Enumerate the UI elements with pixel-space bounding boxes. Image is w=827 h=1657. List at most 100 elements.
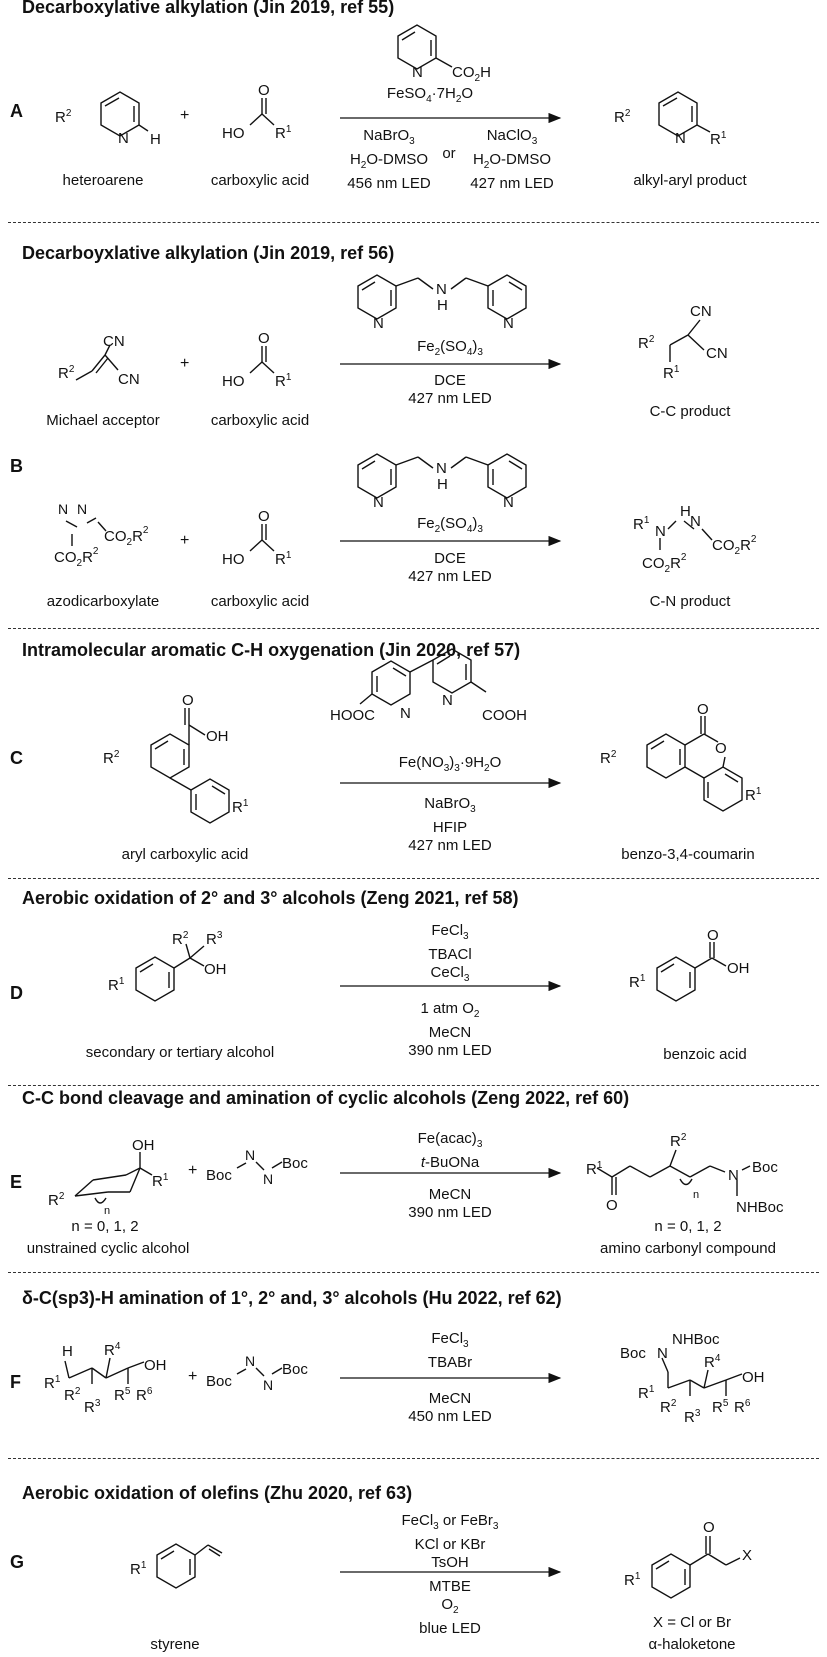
reaction-condition: Fe2(SO4)3 bbox=[417, 515, 483, 535]
svg-text:NHBoc: NHBoc bbox=[672, 1331, 720, 1348]
alpha-haloketone-structure: O X R1 bbox=[624, 1519, 752, 1599]
svg-text:OH: OH bbox=[144, 1357, 167, 1374]
section-f-letter: F bbox=[10, 1372, 21, 1392]
c-n-product-structure: R1 N H N CO2R2 CO2R2 bbox=[633, 503, 757, 575]
svg-text:CN: CN bbox=[118, 371, 140, 388]
reactant-caption: secondary or tertiary alcohol bbox=[85, 1044, 275, 1061]
product-caption: benzo-3,4-coumarin bbox=[621, 846, 755, 863]
svg-text:N: N bbox=[245, 1147, 255, 1163]
product-caption: C-C product bbox=[649, 403, 731, 420]
svg-text:X: X bbox=[742, 1547, 752, 1564]
section-divider bbox=[8, 1272, 819, 1273]
svg-text:R1: R1 bbox=[710, 130, 727, 148]
delta-amination-product-structure: Boc N NHBoc R4 OH R1 R2 R3 R5 R6 bbox=[620, 1331, 765, 1426]
aryl-carboxylic-acid-structure: O OH R2 R1 bbox=[103, 692, 249, 824]
svg-text:N: N bbox=[373, 494, 384, 511]
svg-text:R1: R1 bbox=[130, 1560, 147, 1578]
svg-text:Boc: Boc bbox=[206, 1167, 232, 1184]
svg-text:R2: R2 bbox=[58, 364, 75, 382]
section-divider bbox=[8, 628, 819, 629]
svg-text:N: N bbox=[412, 64, 423, 81]
svg-text:O: O bbox=[715, 740, 727, 757]
svg-text:CN: CN bbox=[706, 345, 728, 362]
product-caption: alkyl-aryl product bbox=[633, 172, 747, 189]
reactant-caption: styrene bbox=[150, 1636, 200, 1653]
svg-text:R4: R4 bbox=[104, 1341, 121, 1359]
svg-text:N: N bbox=[655, 523, 666, 540]
reactant-caption: heteroarene bbox=[62, 172, 144, 189]
svg-text:R1: R1 bbox=[275, 124, 292, 142]
svg-text:n: n bbox=[693, 1189, 699, 1201]
svg-text:R1: R1 bbox=[663, 364, 680, 382]
reactant-caption: carboxylic acid bbox=[210, 593, 310, 610]
svg-text:NHBoc: NHBoc bbox=[736, 1199, 784, 1216]
section-a-letter: A bbox=[10, 101, 23, 121]
section-divider bbox=[8, 1085, 819, 1086]
plus-sign: + bbox=[180, 532, 190, 549]
svg-text:N: N bbox=[657, 1345, 668, 1362]
svg-text:R2: R2 bbox=[670, 1132, 687, 1150]
reactant-caption: aryl carboxylic acid bbox=[121, 846, 249, 863]
svg-text:N: N bbox=[503, 315, 514, 332]
reactant-caption: carboxylic acid bbox=[210, 172, 310, 189]
svg-text:CO2R2: CO2R2 bbox=[712, 534, 757, 557]
svg-text:HO: HO bbox=[222, 125, 245, 142]
svg-text:OH: OH bbox=[204, 961, 227, 978]
svg-text:O: O bbox=[703, 1519, 715, 1536]
svg-text:R3: R3 bbox=[206, 930, 223, 948]
secondary-tertiary-alcohol-structure: R2 R3 OH R1 bbox=[108, 930, 227, 1002]
plus-sign: + bbox=[188, 1162, 198, 1179]
svg-text:N: N bbox=[263, 1171, 273, 1187]
svg-text:CO2R2: CO2R2 bbox=[104, 525, 149, 548]
svg-text:R6: R6 bbox=[136, 1386, 153, 1404]
reactant-note: n = 0, 1, 2 bbox=[71, 1218, 139, 1235]
svg-text:N: N bbox=[77, 501, 87, 517]
svg-text:HO: HO bbox=[222, 373, 245, 390]
reactant-caption: unstrained cyclic alcohol bbox=[26, 1240, 190, 1257]
svg-text:CO2H: CO2H bbox=[452, 64, 491, 84]
svg-text:OH: OH bbox=[742, 1369, 765, 1386]
reactant-caption: azodicarboxylate bbox=[46, 593, 160, 610]
svg-text:O: O bbox=[258, 508, 270, 525]
svg-text:H: H bbox=[437, 297, 448, 314]
section-e-letter: E bbox=[10, 1172, 23, 1192]
svg-text:N: N bbox=[373, 315, 384, 332]
svg-text:Boc: Boc bbox=[752, 1159, 778, 1176]
section-divider bbox=[8, 878, 819, 879]
svg-text:N: N bbox=[675, 130, 686, 147]
svg-text:R1: R1 bbox=[629, 973, 646, 991]
azodicarboxylate-boc-structure: Boc N N Boc bbox=[206, 1147, 308, 1187]
svg-text:N: N bbox=[442, 692, 453, 709]
michael-acceptor-structure: R2 CN CN bbox=[58, 333, 140, 388]
section-c-letter: C bbox=[10, 748, 23, 768]
svg-text:H: H bbox=[680, 503, 691, 520]
product-caption: α-haloketone bbox=[648, 1636, 736, 1653]
svg-text:CO2R2: CO2R2 bbox=[54, 546, 99, 569]
plus-sign: + bbox=[180, 355, 190, 372]
svg-text:CO2R2: CO2R2 bbox=[642, 552, 687, 575]
bipyridine-dicarboxylic-acid-ligand: HOOC N N COOH bbox=[330, 648, 527, 724]
product-note: n = 0, 1, 2 bbox=[654, 1218, 722, 1235]
svg-text:R2: R2 bbox=[103, 749, 120, 767]
svg-text:R2: R2 bbox=[600, 749, 617, 767]
picolinic-acid-ligand: N CO2H bbox=[397, 24, 491, 84]
svg-text:CN: CN bbox=[103, 333, 125, 350]
section-divider bbox=[8, 222, 819, 223]
bis-picolylamine-ligand: N N H N bbox=[357, 453, 527, 511]
product-caption: amino carbonyl compound bbox=[600, 1240, 776, 1257]
section-d-title: Aerobic oxidation of 2° and 3° alcohols … bbox=[22, 888, 519, 908]
svg-text:N: N bbox=[503, 494, 514, 511]
svg-text:O: O bbox=[606, 1197, 618, 1214]
product-caption: C-N product bbox=[649, 593, 731, 610]
svg-text:N: N bbox=[690, 513, 701, 530]
carboxylic-acid-structure: O HO R1 bbox=[222, 508, 292, 568]
